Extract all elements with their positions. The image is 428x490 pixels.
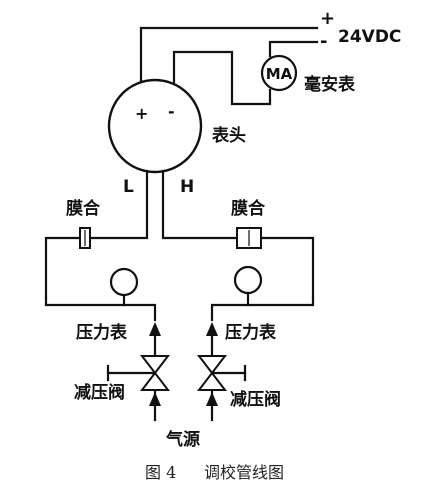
right-flow-arrow-lower bbox=[206, 392, 218, 406]
power-plus-sign: + bbox=[320, 8, 335, 29]
transmitter-head bbox=[107, 78, 203, 174]
left-flow-arrow-upper bbox=[149, 322, 161, 336]
right-gauge-label: 压力表 bbox=[225, 322, 277, 343]
figure-title: 调校管线图 bbox=[204, 463, 284, 482]
milliammeter-symbol bbox=[260, 54, 298, 92]
right-diaphragm-coupling bbox=[236, 227, 262, 249]
transmitter-label: 表头 bbox=[212, 125, 246, 146]
right-reducing-valve bbox=[196, 355, 247, 391]
milliammeter-label: 毫安表 bbox=[304, 74, 356, 95]
left-valve-label: 减压阀 bbox=[74, 382, 125, 403]
power-minus-sign: - bbox=[320, 31, 327, 52]
left-flow-arrow-lower bbox=[149, 392, 161, 406]
left-coupling-label: 膜合 bbox=[66, 198, 101, 219]
transmitter-pipes bbox=[44, 169, 315, 300]
right-flow-arrow-upper bbox=[206, 322, 218, 336]
air-source-label: 气源 bbox=[165, 429, 200, 450]
high-side-label: H bbox=[180, 177, 194, 197]
left-diaphragm-coupling bbox=[79, 227, 91, 249]
transmitter-minus-sign: - bbox=[168, 102, 175, 121]
power-voltage-label: 24VDC bbox=[338, 27, 401, 47]
right-valve-label: 减压阀 bbox=[230, 389, 281, 410]
right-pressure-gauge bbox=[233, 265, 263, 295]
figure-number: 图 4 bbox=[145, 463, 176, 482]
milliammeter-symbol-text: MA bbox=[266, 65, 293, 83]
low-side-label: L bbox=[123, 177, 134, 197]
right-coupling-label: 膜合 bbox=[231, 198, 266, 219]
left-reducing-valve bbox=[106, 355, 171, 391]
left-gauge-label: 压力表 bbox=[76, 322, 128, 343]
transmitter-plus-sign: + bbox=[135, 104, 148, 123]
power-wiring bbox=[139, 26, 319, 106]
left-pressure-gauge bbox=[109, 267, 139, 297]
